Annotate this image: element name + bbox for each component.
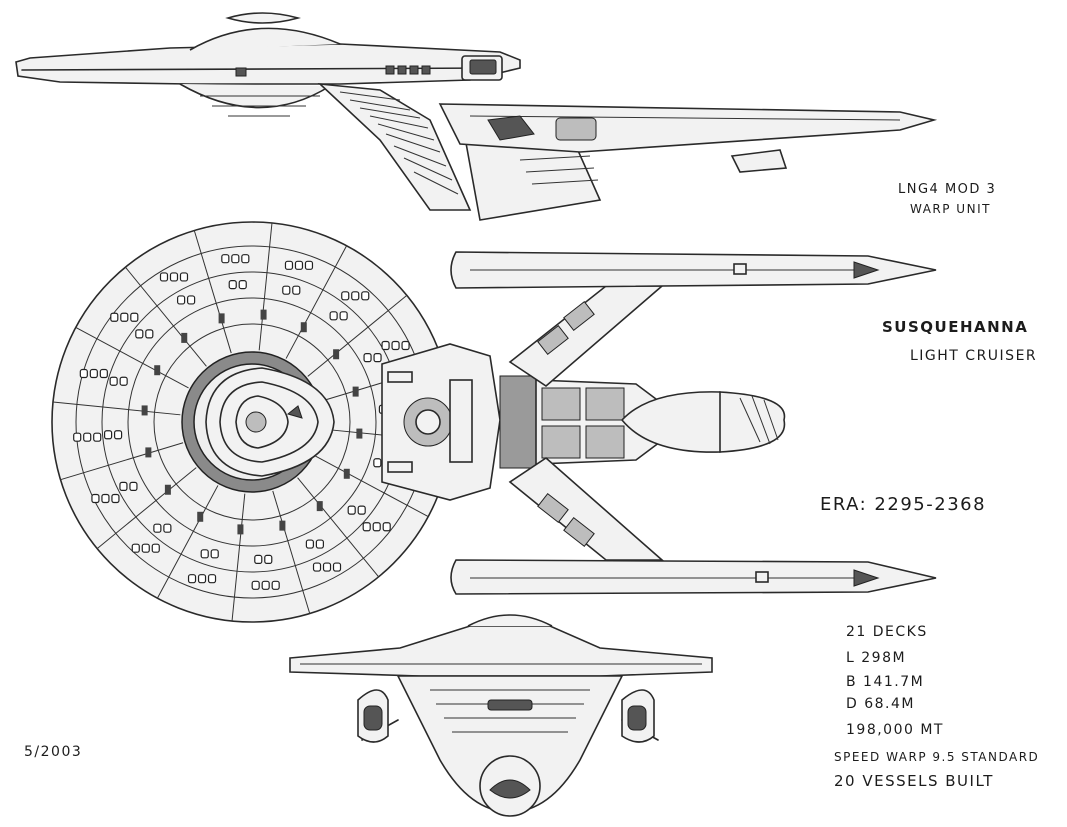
spec-draft: D 68.4M (846, 696, 915, 712)
spec-mass: 198,000 MT (846, 722, 944, 738)
side-view (15, 12, 938, 221)
date-label: 5/2003 (24, 744, 83, 760)
warp-unit-label-line1: LNG4 MOD 3 (898, 182, 997, 197)
ship-name-label: SUSQUEHANNA (882, 318, 1029, 336)
spec-beam: B 141.7M (846, 674, 925, 690)
spec-length: L 298M (846, 650, 907, 666)
spec-decks: 21 DECKS (846, 624, 928, 640)
top-view (51, 221, 937, 623)
era-label: ERA: 2295-2368 (820, 494, 987, 515)
spec-vessels-built: 20 VESSELS BUILT (834, 772, 994, 790)
ship-class-label: LIGHT CRUISER (910, 348, 1038, 364)
warp-unit-label-line2: WARP UNIT (910, 202, 991, 216)
front-view (289, 614, 713, 817)
spec-speed: SPEED WARP 9.5 STANDARD (834, 750, 1040, 764)
